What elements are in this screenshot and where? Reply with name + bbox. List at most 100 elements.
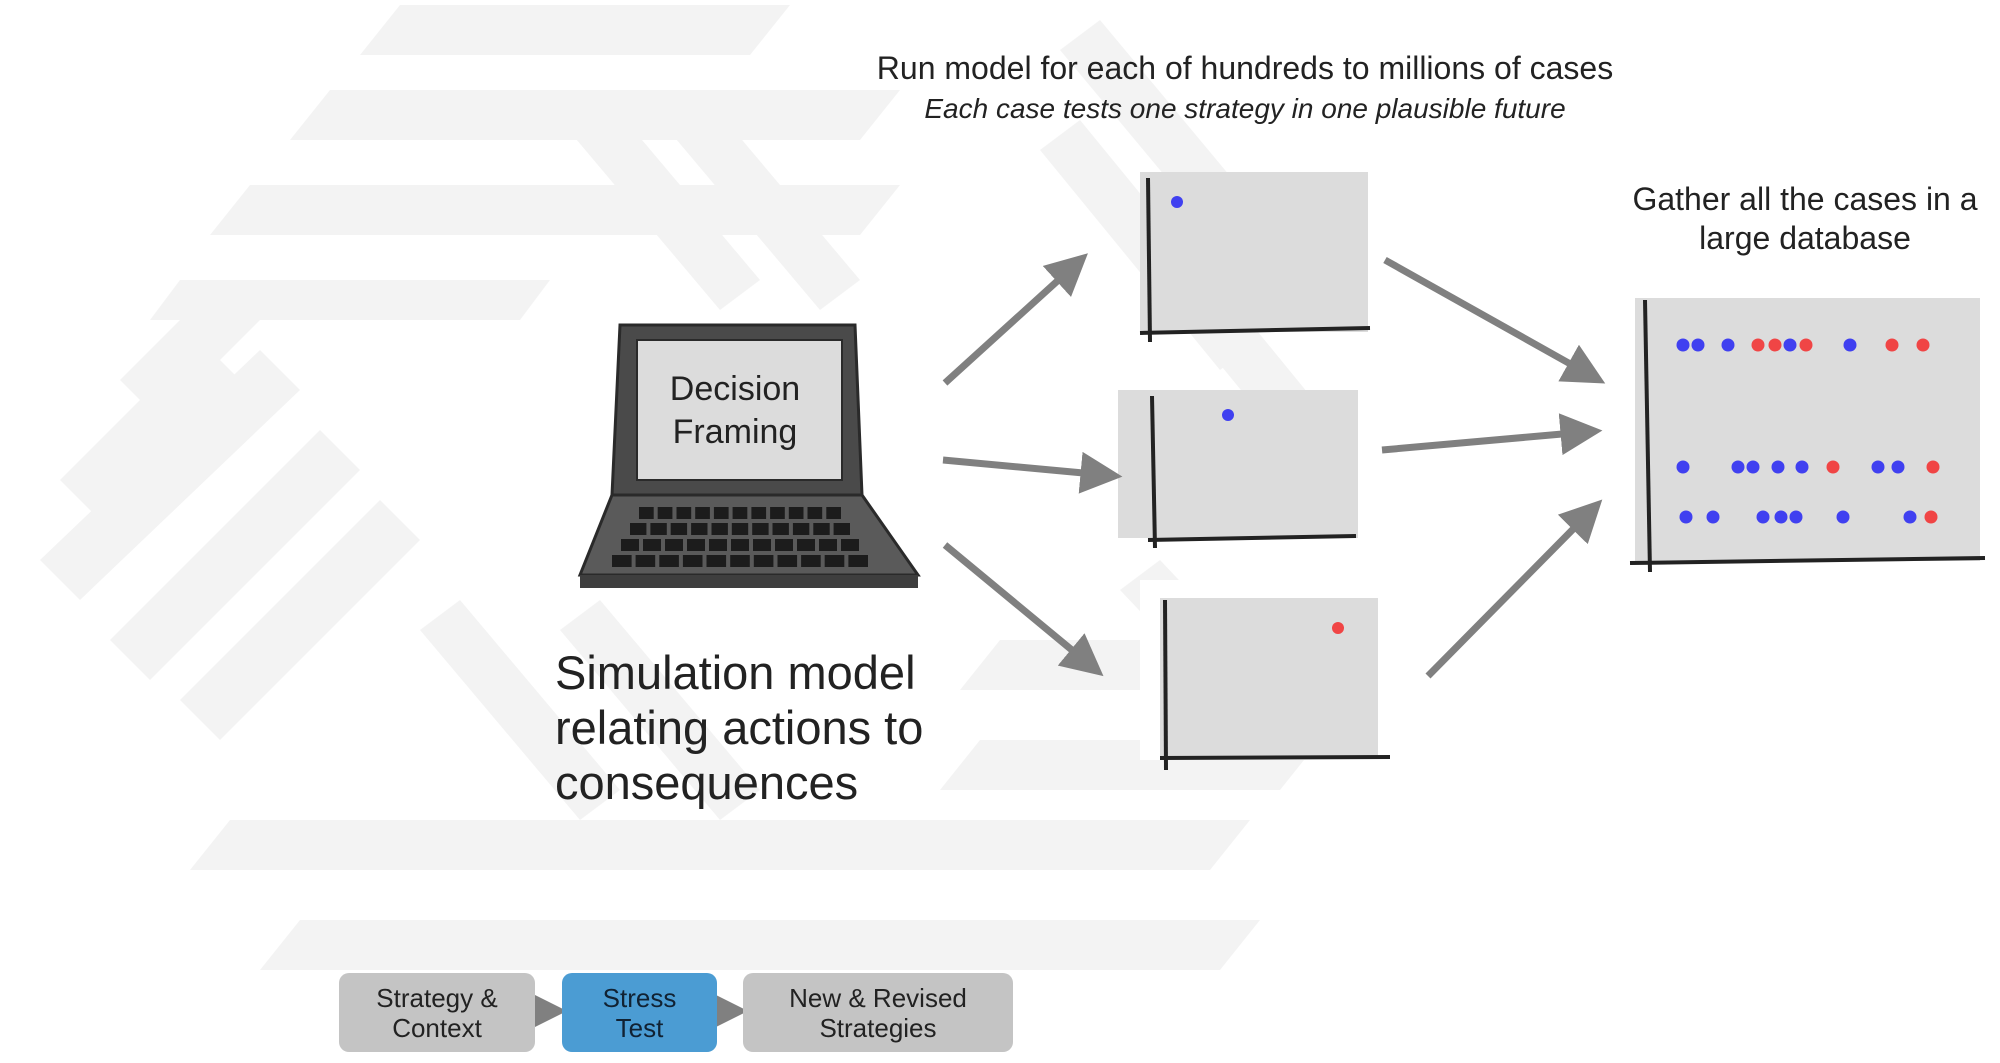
keyboard-key xyxy=(770,507,785,519)
database-point-blue xyxy=(1731,460,1745,474)
keyboard-key xyxy=(730,555,750,567)
keyboard-key xyxy=(813,523,830,535)
keyboard-key xyxy=(731,539,749,551)
step-strategy-context: Strategy & Context xyxy=(339,973,535,1052)
database-label: Gather all the cases in a large database xyxy=(1595,180,2000,258)
database-point-blue xyxy=(1789,510,1803,524)
arrow-laptop-to-plot-2 xyxy=(942,451,1123,494)
database-point-red xyxy=(1916,338,1930,352)
keyboard-key xyxy=(682,555,703,567)
database-point-blue xyxy=(1679,510,1693,524)
keyboard-key xyxy=(797,539,815,551)
keyboard-key xyxy=(665,539,683,551)
keyboard-key xyxy=(659,555,679,567)
run-model-subheading: Each case tests one strategy in one plau… xyxy=(924,93,1566,124)
database-point-blue xyxy=(1771,460,1785,474)
keyboard-key xyxy=(706,555,727,567)
plot-3-point xyxy=(1332,622,1344,634)
case-plot-1 xyxy=(1139,172,1371,343)
step-new-revised-strategies: New & Revised Strategies xyxy=(743,973,1013,1052)
keyboard-key xyxy=(612,555,632,567)
step-2-line1: Stress xyxy=(602,982,677,1013)
laptop-screen-line1: Decision xyxy=(669,370,801,408)
keyboard-key xyxy=(751,507,767,519)
step-3-line1: New & Revised xyxy=(789,982,967,1013)
plot-3-y-axis xyxy=(1163,599,1168,771)
keyboard-key xyxy=(670,523,688,535)
laptop-screen-line2: Framing xyxy=(672,413,798,451)
database-x-axis xyxy=(1629,556,1986,565)
database-point-blue xyxy=(1774,510,1788,524)
database-point-blue xyxy=(1691,338,1705,352)
database-point-red xyxy=(1768,338,1782,352)
keyboard-key xyxy=(807,507,823,519)
keyboard-key xyxy=(841,539,859,551)
keyboard-key xyxy=(650,523,667,535)
arrow-laptop-to-plot-3 xyxy=(942,542,1104,677)
plot-3-x-axis xyxy=(1159,755,1391,760)
keyboard-key xyxy=(752,523,769,535)
database-point-red xyxy=(1799,338,1813,352)
keyboard-key xyxy=(731,523,749,535)
keyboard-key xyxy=(824,555,845,567)
keyboard-key xyxy=(691,523,708,535)
database-point-blue xyxy=(1891,460,1905,474)
case-plot-2 xyxy=(1118,390,1358,549)
simulation-caption-line3: consequences xyxy=(555,756,859,809)
step-1-line1: Strategy & xyxy=(376,982,498,1013)
laptop-icon xyxy=(577,323,921,588)
database-point-blue xyxy=(1836,510,1850,524)
plot-2-point xyxy=(1222,409,1234,421)
laptop-base-edge xyxy=(580,575,918,588)
plot-1-x-axis xyxy=(1139,326,1371,335)
keyboard-key xyxy=(772,523,789,535)
case-plot-3 xyxy=(1140,580,1391,771)
keyboard-key xyxy=(643,539,661,551)
keyboard-key xyxy=(848,555,868,567)
database-point-blue xyxy=(1676,460,1690,474)
database-point-red xyxy=(1885,338,1899,352)
laptop-screen xyxy=(636,339,843,481)
step-2-line2: Test xyxy=(615,1012,664,1043)
database-label-line2: large database xyxy=(1699,220,1911,256)
keyboard-key xyxy=(833,523,850,535)
arrow-plot-2-to-database xyxy=(1381,413,1603,456)
database-point-blue xyxy=(1756,510,1770,524)
flow-arrows xyxy=(942,253,1606,679)
keyboard-key xyxy=(788,507,804,519)
database-point-red xyxy=(1926,460,1940,474)
step-stress-test: Stress Test xyxy=(562,973,717,1052)
keyboard-key xyxy=(775,539,793,551)
keyboard-key xyxy=(657,507,673,519)
database-point-blue xyxy=(1676,338,1690,352)
database-point-blue xyxy=(1843,338,1857,352)
keyboard-key xyxy=(792,523,810,535)
database-point-blue xyxy=(1746,460,1760,474)
plot-2-x-axis xyxy=(1147,534,1357,542)
plot-1-y-axis xyxy=(1146,177,1152,343)
database-point-red xyxy=(1826,460,1840,474)
keyboard-key xyxy=(753,555,774,567)
keyboard-key xyxy=(676,507,692,519)
arrow-laptop-to-plot-1 xyxy=(942,253,1088,386)
database-label-line1: Gather all the cases in a xyxy=(1632,181,1978,217)
keyboard-key xyxy=(695,507,710,519)
database-point-blue xyxy=(1871,460,1885,474)
simulation-caption-line2: relating actions to xyxy=(555,701,924,754)
keyboard-key xyxy=(711,523,728,535)
database-point-blue xyxy=(1903,510,1917,524)
keyboard-key xyxy=(826,507,841,519)
arrow-plot-3-to-database xyxy=(1425,499,1603,679)
run-model-heading: Run model for each of hundreds to millio… xyxy=(876,50,1614,86)
database-y-axis xyxy=(1643,299,1652,573)
keyboard-key xyxy=(732,507,748,519)
database-point-red xyxy=(1924,510,1938,524)
step-3-line2: Strategies xyxy=(819,1012,937,1043)
simulation-caption: Simulation model relating actions to con… xyxy=(555,645,975,810)
laptop-screen-label: Decision Framing xyxy=(650,368,820,454)
database-point-red xyxy=(1751,338,1765,352)
keyboard-key xyxy=(801,555,821,567)
keyboard-key xyxy=(753,539,771,551)
database-points xyxy=(1676,338,1940,524)
